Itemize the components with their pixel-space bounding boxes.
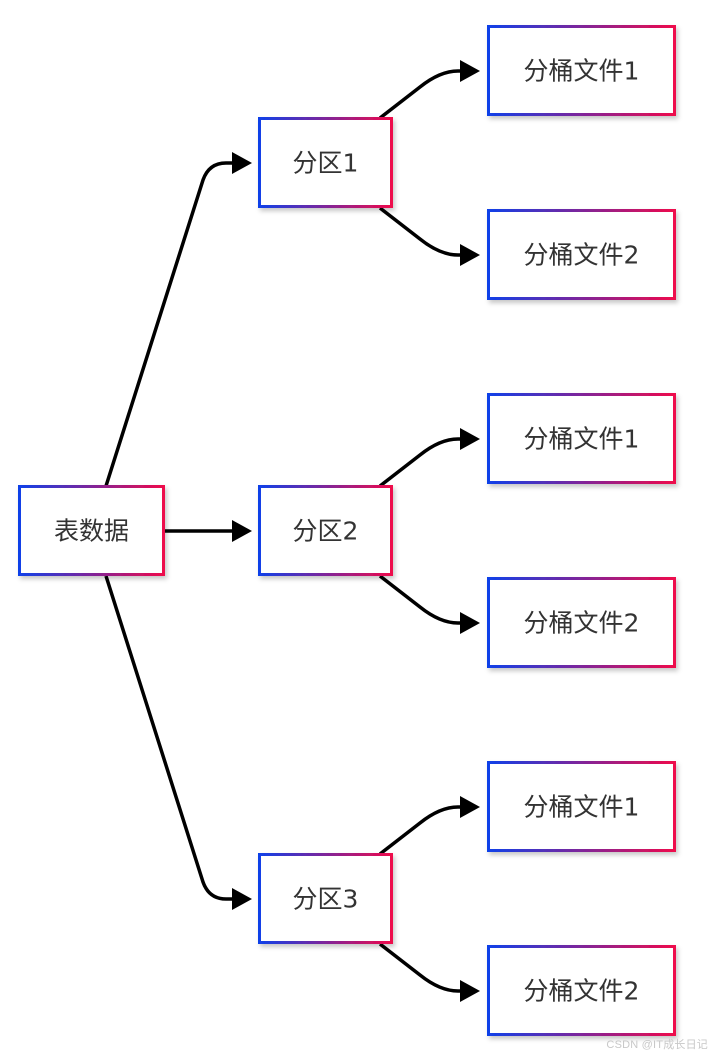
partition-node-1-label: 分区1	[293, 149, 359, 178]
arrowhead-p3-bucket-1	[460, 796, 480, 818]
bucket-node-p1-1-label: 分桶文件1	[524, 57, 640, 86]
partition-node-3[interactable]: 分区3	[258, 853, 393, 944]
bucket-node-p1-1[interactable]: 分桶文件1	[487, 25, 676, 116]
bucket-node-p1-2[interactable]: 分桶文件2	[487, 209, 676, 300]
bucket-node-p1-2-label: 分桶文件2	[524, 241, 640, 270]
bucket-node-p3-2[interactable]: 分桶文件2	[487, 945, 676, 1036]
partition-node-2-label: 分区2	[293, 517, 359, 546]
partition-node-3-label: 分区3	[293, 885, 359, 914]
root-node-label: 表数据	[54, 517, 129, 546]
partition-node-2[interactable]: 分区2	[258, 485, 393, 576]
root-node[interactable]: 表数据	[18, 485, 165, 576]
arrowhead-p2-bucket-2	[460, 612, 480, 634]
edge-partition-1-to-bucket-1	[378, 69, 462, 120]
bucket-node-p2-1-label: 分桶文件1	[524, 425, 640, 454]
nodes: 表数据 分区1 分区2 分区3 分桶文件1 分桶文件2 分桶文件1	[18, 25, 676, 1036]
edge-partition-3-to-bucket-1	[378, 805, 462, 856]
bucket-node-p2-1[interactable]: 分桶文件1	[487, 393, 676, 484]
edge-partition-2-to-bucket-2	[378, 574, 462, 625]
bucket-node-p2-2-label: 分桶文件2	[524, 609, 640, 638]
arrowhead-p1-bucket-1	[460, 60, 480, 82]
arrowhead-partition-2	[232, 520, 252, 542]
arrowhead-p3-bucket-2	[460, 980, 480, 1002]
edges	[104, 60, 480, 1002]
arrowhead-p2-bucket-1	[460, 428, 480, 450]
arrowhead-partition-3	[232, 888, 252, 910]
edge-partition-1-to-bucket-2	[378, 206, 462, 257]
partition-node-1[interactable]: 分区1	[258, 117, 393, 208]
edge-partition-2-to-bucket-1	[378, 437, 462, 488]
bucket-node-p2-2[interactable]: 分桶文件2	[487, 577, 676, 668]
edge-root-to-partition-3	[104, 575, 234, 901]
bucket-node-p3-1[interactable]: 分桶文件1	[487, 761, 676, 852]
arrowhead-partition-1	[232, 152, 252, 174]
bucket-node-p3-2-label: 分桶文件2	[524, 977, 640, 1006]
arrowhead-p1-bucket-2	[460, 244, 480, 266]
edge-root-to-partition-1	[104, 161, 234, 487]
edge-partition-3-to-bucket-2	[378, 942, 462, 993]
bucket-node-p3-1-label: 分桶文件1	[524, 793, 640, 822]
watermark: CSDN @IT成长日记	[606, 1039, 708, 1051]
